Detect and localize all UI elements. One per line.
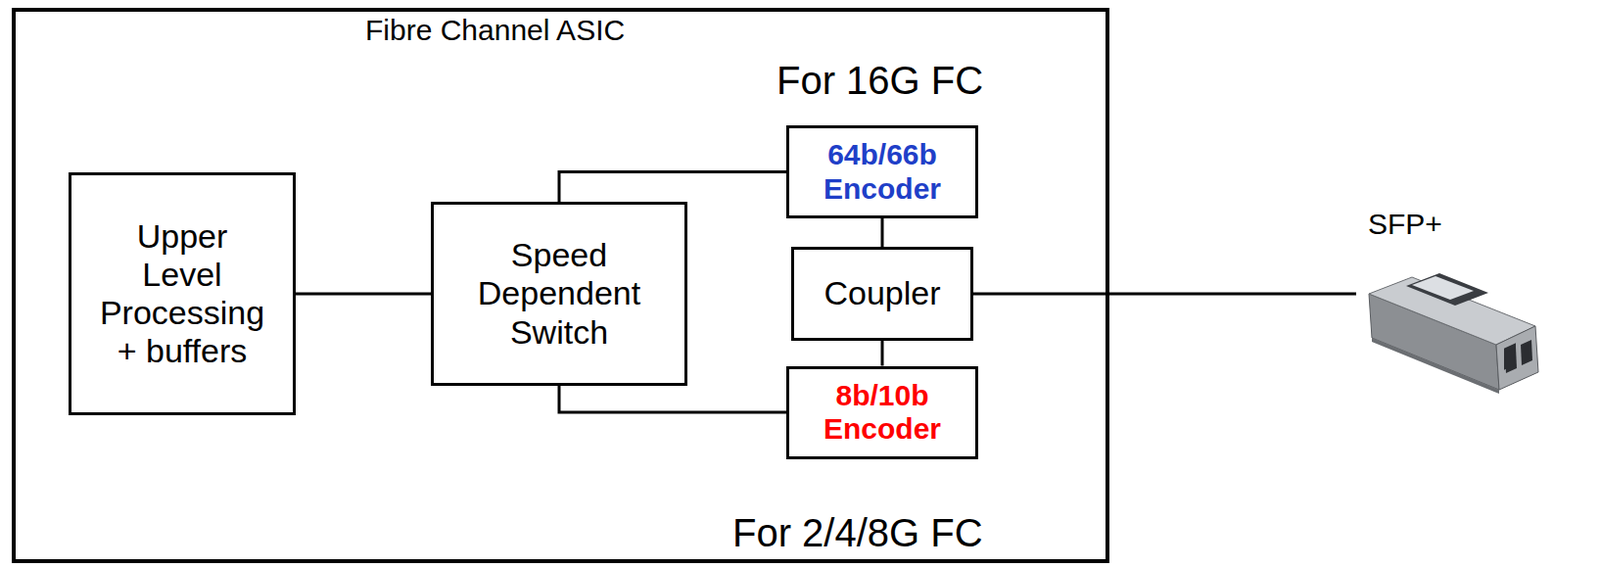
box-label: 64b/66b Encoder [799,138,966,206]
signal-line [881,340,885,367]
signal-line [295,292,431,296]
signal-line [559,385,787,413]
process-box: Upper Level Processing + buffers [68,172,296,416]
speed-note: For 2/4/8G FC [732,511,984,555]
box-label: Upper Level Processing + buffers [94,217,270,371]
switch-box: Speed Dependent Switch [430,201,688,386]
box-label: Speed Dependent Switch [456,235,662,351]
signal-line [881,218,885,247]
chip-title: Fibre Channel ASIC [365,13,625,48]
signal-line [559,172,787,203]
signal-line [973,292,1357,296]
encoder-box: 8b/10b Encoder [786,366,979,460]
encoder-box: 64b/66b Encoder [786,125,979,219]
box-label: 8b/10b Encoder [799,378,966,447]
box-label: Coupler [823,274,941,313]
part-name: SFP+ [1367,207,1443,242]
sfp-module-drawing [1368,273,1539,394]
coupler-box: Coupler [791,246,974,341]
transceiver: SFP+ [1356,205,1543,392]
speed-note: For 16G FC [776,58,984,102]
